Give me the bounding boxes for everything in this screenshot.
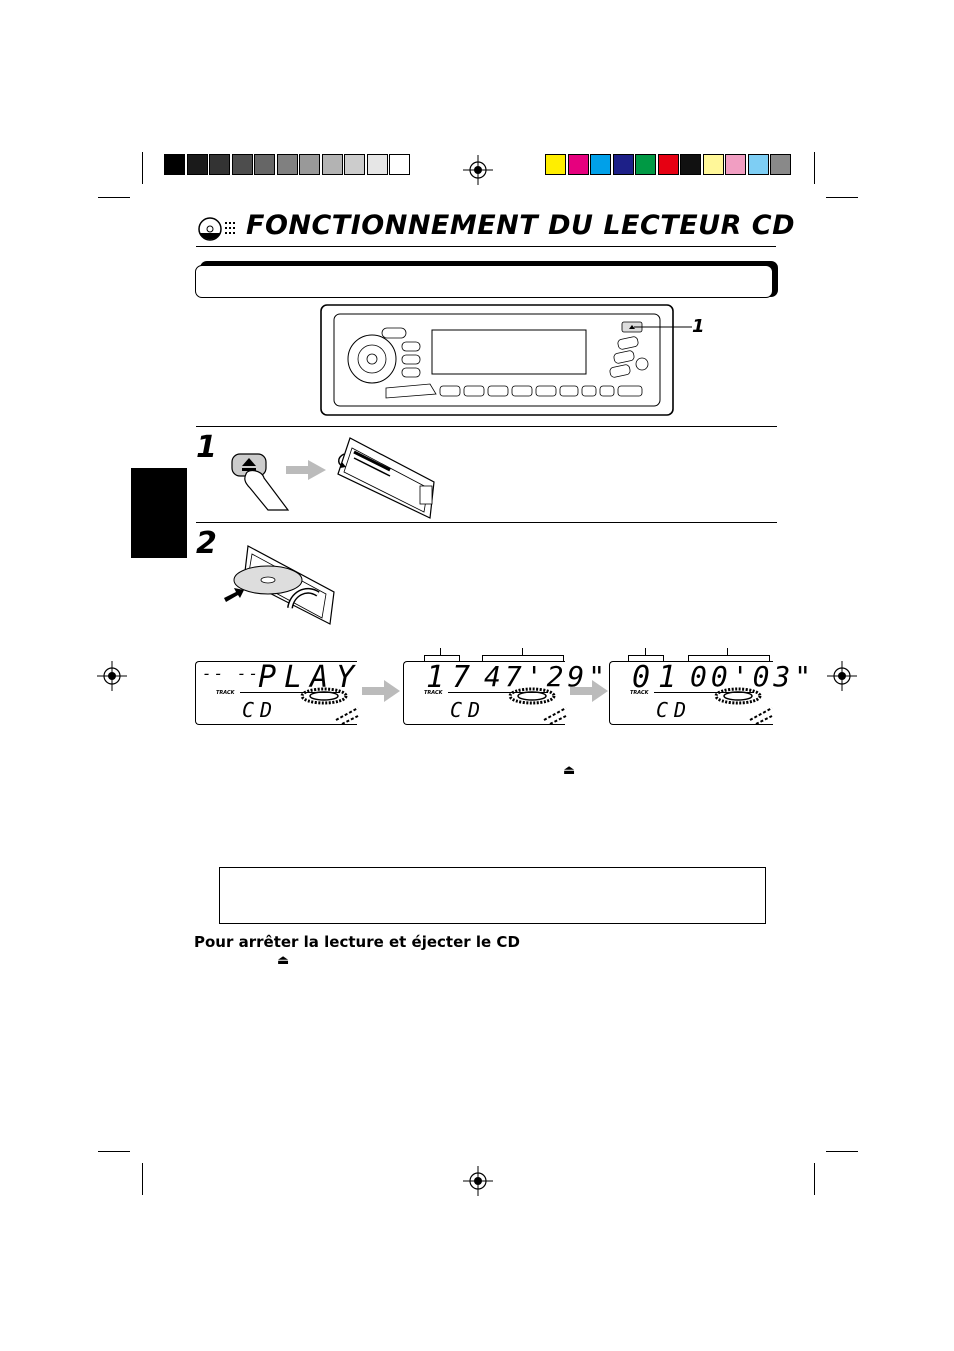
arrow-right-icon — [362, 680, 400, 702]
step-number: 1 — [196, 430, 217, 465]
color-swatch — [725, 154, 746, 175]
disc-spin-indicator-icon — [508, 687, 567, 725]
step-number: 2 — [196, 526, 217, 561]
disc-spin-indicator-icon — [300, 687, 359, 725]
color-swatch — [254, 154, 275, 175]
title-rule — [196, 246, 776, 247]
color-swatch — [344, 154, 365, 175]
registration-mark-icon — [463, 155, 493, 185]
color-swatch — [657, 154, 679, 175]
color-swatch — [186, 154, 208, 175]
crop-mark — [98, 1151, 130, 1152]
crop-mark — [142, 152, 143, 184]
color-swatch — [231, 154, 253, 175]
color-swatch — [299, 154, 320, 175]
color-swatch — [590, 154, 611, 175]
section-header-box — [195, 265, 773, 298]
car-stereo-illustration — [320, 304, 692, 416]
crop-mark — [826, 197, 858, 198]
color-swatch — [276, 154, 298, 175]
callout-label: 1 — [692, 316, 705, 337]
lcd-divider — [240, 692, 340, 693]
color-swatch — [635, 154, 656, 175]
insert-cd-illustration — [224, 545, 335, 625]
color-swatch — [612, 154, 634, 175]
color-swatch — [567, 154, 589, 175]
arrow-right-icon — [570, 680, 608, 702]
track-label: TRACK — [216, 690, 235, 696]
color-swatch — [366, 154, 388, 175]
color-swatch — [209, 154, 230, 175]
registration-mark-icon — [463, 1166, 493, 1196]
page-title: FONCTIONNEMENT DU LECTEUR CD — [246, 210, 795, 241]
press-eject-button-illustration — [231, 453, 326, 511]
lcd-track-number: 01 — [632, 660, 685, 695]
callout-bracket — [424, 655, 460, 662]
color-swatch — [770, 154, 791, 175]
callout-line — [727, 648, 728, 655]
lcd-track-number: 17 — [426, 660, 479, 695]
front-panel-opened-illustration — [337, 437, 435, 519]
callout-line — [645, 648, 646, 655]
lcd-display: 17 47'29" TRACK CD — [403, 660, 605, 725]
cd-disc-icon — [198, 217, 235, 241]
step-rule — [196, 522, 777, 523]
lcd-divider — [654, 692, 754, 693]
note-box — [219, 867, 766, 924]
color-swatch — [389, 154, 410, 175]
color-swatch — [747, 154, 769, 175]
registration-mark-icon — [827, 661, 857, 691]
eject-icon: ⏏ — [277, 953, 290, 968]
color-swatch — [164, 154, 185, 175]
registration-mark-icon — [97, 661, 127, 691]
color-swatch — [321, 154, 343, 175]
lcd-display: 01 00'03" TRACK CD — [609, 660, 811, 725]
lcd-elapsed-time: 00'03" — [690, 660, 816, 693]
lcd-track-number: -- -- — [202, 664, 261, 683]
stop-eject-heading: Pour arrêter la lecture et éjecter le CD — [194, 933, 520, 951]
crop-mark — [814, 1163, 815, 1195]
crop-mark — [814, 152, 815, 184]
lcd-source: CD — [242, 698, 279, 722]
callout-bracket — [628, 655, 664, 662]
disc-spin-indicator-icon — [714, 687, 773, 725]
track-label: TRACK — [424, 690, 443, 696]
lcd-divider — [448, 692, 548, 693]
language-tab — [131, 468, 187, 558]
crop-mark — [142, 1163, 143, 1195]
callout-line — [440, 648, 441, 655]
track-label: TRACK — [630, 690, 649, 696]
color-swatch — [545, 154, 566, 175]
eject-icon: ⏏ — [563, 763, 576, 778]
crop-mark — [98, 197, 130, 198]
callout-bracket — [688, 655, 770, 662]
lcd-display: -- -- PLAY TRACK CD — [195, 660, 359, 725]
color-swatch — [680, 154, 701, 175]
step-rule — [196, 426, 777, 427]
callout-line — [522, 648, 523, 655]
lcd-source: CD — [656, 698, 693, 722]
lcd-source: CD — [450, 698, 487, 722]
crop-mark — [826, 1151, 858, 1152]
lcd-main-text: PLAY — [258, 660, 363, 695]
color-swatch — [702, 154, 724, 175]
callout-bracket — [482, 655, 564, 662]
